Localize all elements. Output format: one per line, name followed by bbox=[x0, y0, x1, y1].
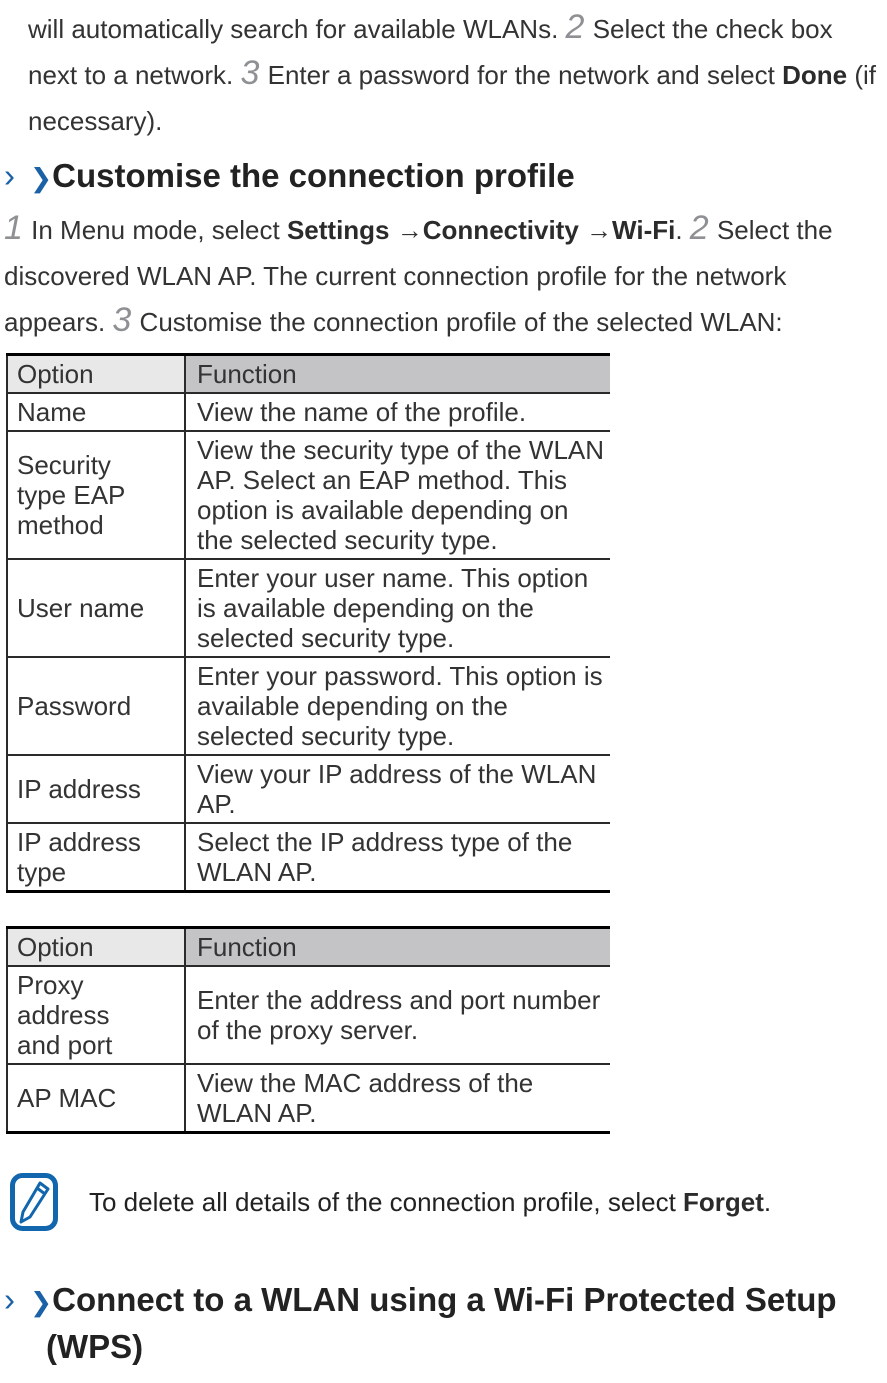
steps-text: . bbox=[675, 215, 690, 245]
connectivity-label: Connectivity bbox=[422, 215, 579, 245]
function-cell: Enter your password. This option is avai… bbox=[185, 657, 610, 756]
function-cell: View your IP address of the WLAN AP. bbox=[185, 755, 610, 824]
option-cell: IP address type bbox=[6, 823, 186, 893]
steps-text: Customise the connection profile of the … bbox=[132, 307, 783, 337]
chevron-outline-icon: › bbox=[4, 157, 15, 194]
table-row: Password Enter your password. This optio… bbox=[6, 657, 610, 756]
table-row: IP address View your IP address of the W… bbox=[6, 755, 610, 824]
table-row: IP address type Select the IP address ty… bbox=[6, 823, 610, 893]
step-number-2: 2 bbox=[565, 8, 586, 46]
intro-text: (if necessary). bbox=[28, 60, 876, 136]
options-table-1: Option Function Name View the name of th… bbox=[6, 353, 610, 893]
steps-text: In Menu mode, select bbox=[23, 215, 287, 245]
table-row: User name Enter your user name. This opt… bbox=[6, 559, 610, 658]
steps-paragraph: 1 In Menu mode, select Settings →Connect… bbox=[4, 207, 882, 345]
note-text-segment: . bbox=[763, 1187, 772, 1217]
step-number-3: 3 bbox=[240, 54, 261, 92]
option-cell: Security type EAP method bbox=[6, 431, 186, 560]
table-header-row: Option Function bbox=[6, 354, 610, 394]
step-number-3: 3 bbox=[112, 301, 133, 339]
option-cell: Password bbox=[6, 657, 186, 756]
table-row: Name View the name of the profile. bbox=[6, 393, 610, 432]
function-cell: View the MAC address of the WLAN AP. bbox=[185, 1064, 610, 1134]
section-title: Customise the connection profile bbox=[52, 157, 575, 194]
arrow: → bbox=[389, 215, 423, 245]
table-header-function: Function bbox=[185, 927, 610, 967]
note-text: To delete all details of the connection … bbox=[89, 1186, 771, 1218]
chevron-outline-icon: › bbox=[4, 1281, 15, 1318]
function-cell: View the name of the profile. bbox=[185, 393, 610, 432]
section-heading-customise-profile: › ❯Customise the connection profile bbox=[4, 154, 881, 201]
intro-text: will automatically search for available … bbox=[28, 14, 566, 44]
table-header-function: Function bbox=[185, 354, 610, 394]
option-cell: User name bbox=[6, 559, 186, 658]
intro-paragraph: will automatically search for available … bbox=[28, 6, 884, 144]
settings-label: Settings bbox=[286, 215, 390, 245]
option-cell: Proxy address and port bbox=[6, 966, 186, 1065]
note-text-segment: To delete all details of the connection … bbox=[89, 1187, 684, 1217]
table-header-option: Option bbox=[6, 354, 186, 394]
table-row: AP MAC View the MAC address of the WLAN … bbox=[6, 1064, 610, 1134]
pencil-note-icon bbox=[10, 1173, 58, 1231]
section-title: Connect to a WLAN using a Wi-Fi Protecte… bbox=[46, 1281, 837, 1365]
table-row: Security type EAP method View the securi… bbox=[6, 431, 610, 560]
intro-text: Select the check box next to a network. bbox=[28, 14, 833, 90]
table-header-option: Option bbox=[6, 927, 186, 967]
forget-label: Forget bbox=[683, 1187, 764, 1217]
function-cell: View the security type of the WLAN AP. S… bbox=[185, 431, 610, 560]
function-cell: Select the IP address type of the WLAN A… bbox=[185, 823, 610, 893]
note: To delete all details of the connection … bbox=[10, 1160, 881, 1244]
steps-text: Select the discovered WLAN AP. The curre… bbox=[4, 215, 833, 337]
function-cell: Enter your user name. This option is ava… bbox=[185, 559, 610, 658]
step-number-2: 2 bbox=[689, 209, 710, 247]
options-table-2: Option Function Proxy address and port E… bbox=[6, 926, 610, 1134]
option-cell: Name bbox=[6, 393, 186, 432]
wifi-label: Wi-Fi bbox=[612, 215, 676, 245]
table-header-row: Option Function bbox=[6, 927, 610, 967]
chevron-solid-icon: ❯ bbox=[30, 163, 53, 194]
intro-text: Enter a password for the network and sel… bbox=[260, 60, 783, 90]
section-heading-wps: › ❯Connect to a WLAN using a Wi-Fi Protec… bbox=[4, 1278, 881, 1369]
done-label: Done bbox=[782, 60, 848, 90]
step-number-1: 1 bbox=[4, 209, 24, 247]
table-row: Proxy address and port Enter the address… bbox=[6, 966, 610, 1065]
option-cell: IP address bbox=[6, 755, 186, 824]
function-cell: Enter the address and port number of the… bbox=[185, 966, 610, 1065]
option-cell: AP MAC bbox=[6, 1064, 186, 1134]
arrow: → bbox=[578, 215, 613, 245]
chevron-solid-icon: ❯ bbox=[30, 1287, 53, 1318]
